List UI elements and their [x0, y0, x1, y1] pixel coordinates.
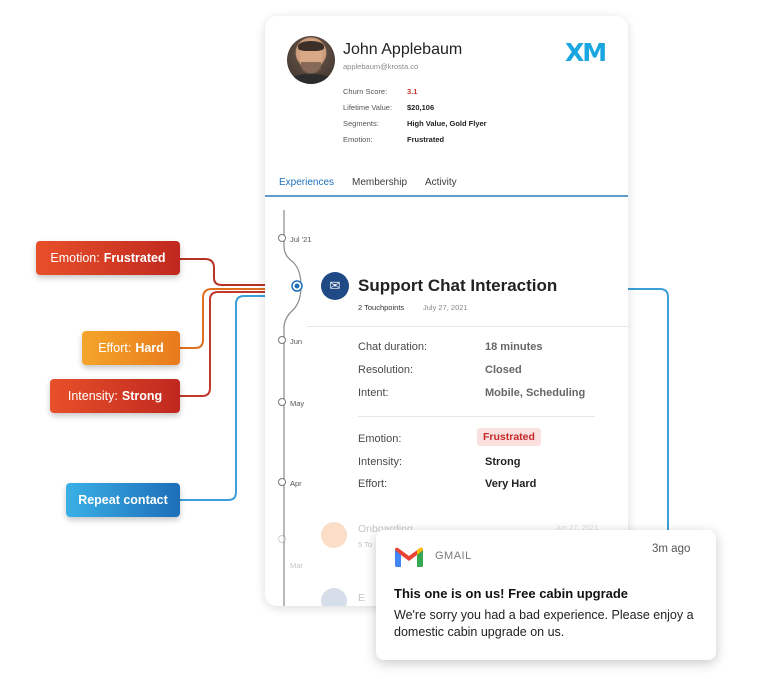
timeline-label-jul: Jul '21	[290, 235, 312, 244]
onboarding-icon	[321, 522, 347, 548]
timeline-dot	[278, 336, 286, 344]
resolution-label: Resolution:	[358, 364, 414, 376]
timeline-label-apr: Apr	[290, 479, 302, 488]
gmail-notification[interactable]: GMAIL 3m ago This one is on us! Free cab…	[376, 530, 716, 660]
gmail-icon	[395, 547, 423, 567]
frustrated-badge: Frustrated	[477, 428, 541, 446]
faded-item-icon	[321, 588, 347, 606]
chat-duration-value: 18 minutes	[485, 341, 543, 353]
notification-app-name: GMAIL	[435, 550, 472, 562]
notification-body: We're sorry you had a bad experience. Pl…	[394, 608, 694, 639]
repeat-contact-label: Repeat contact	[78, 493, 168, 507]
repeat-connector	[180, 295, 280, 501]
chat-icon: ✉	[321, 272, 349, 300]
timeline-dot	[278, 398, 286, 406]
faded-item-date: Jun 27, 2021	[555, 523, 599, 532]
effort-tag-value: Hard	[135, 341, 164, 355]
lifetime-value-label: Lifetime Value:	[343, 103, 393, 112]
signal-intensity-value: Strong	[485, 456, 521, 468]
interaction-title[interactable]: Support Chat Interaction	[358, 276, 558, 295]
segments-label: Segments:	[343, 119, 379, 128]
churn-score-value: 3.1	[407, 87, 418, 96]
emotion-tag-value: Frustrated	[103, 251, 166, 265]
churn-score-label: Churn Score:	[343, 87, 388, 96]
intensity-connector	[180, 291, 280, 397]
emotion-tag: Emotion: Frustrated	[36, 241, 180, 275]
emotion-connector	[180, 258, 280, 286]
intensity-tag-value: Strong	[121, 389, 163, 403]
customer-name: John Applebaum	[343, 41, 463, 58]
intensity-tag-prefix: Intensity:	[67, 389, 118, 403]
xm-logo: XM	[565, 38, 607, 67]
intent-label: Intent:	[358, 387, 389, 399]
effort-connector	[180, 288, 280, 349]
timeline-label-may: May	[290, 399, 305, 408]
tab-membership[interactable]: Membership	[352, 177, 408, 188]
emotion-label: Emotion:	[343, 135, 373, 144]
interaction-date: July 27, 2021	[423, 303, 468, 312]
tab-experiences[interactable]: Experiences	[279, 177, 335, 188]
tab-activity[interactable]: Activity	[425, 177, 457, 188]
repeat-contact-tag: Repeat contact	[66, 483, 180, 517]
emotion-value: Frustrated	[407, 135, 445, 144]
lifetime-value-value: $20,106	[407, 103, 435, 112]
emotion-tag-prefix: Emotion:	[50, 251, 100, 265]
segments-value: High Value, Gold Flyer	[407, 119, 487, 128]
effort-tag-prefix: Effort:	[98, 341, 132, 355]
notification-connector	[626, 288, 669, 530]
timeline-dot	[278, 234, 286, 242]
notification-time: 3m ago	[652, 543, 691, 555]
intensity-tag: Intensity: Strong	[50, 379, 180, 413]
signal-emotion-label: Emotion:	[358, 433, 402, 445]
chat-duration-label: Chat duration:	[358, 341, 428, 353]
timeline-dot	[278, 535, 286, 543]
timeline-dot	[278, 478, 286, 486]
customer-profile-card: John Applebaum applebaum@krosta.co XM Ch…	[265, 16, 628, 606]
timeline-track	[283, 210, 303, 606]
intent-value: Mobile, Scheduling	[485, 387, 586, 399]
faded-item-meta: 5 To	[358, 540, 373, 549]
effort-tag: Effort: Hard	[82, 331, 180, 365]
touchpoints-count: 2 Touchpoints	[358, 303, 405, 312]
timeline-label-jun: Jun	[290, 337, 303, 346]
avatar	[287, 36, 335, 84]
divider	[307, 326, 628, 327]
signal-intensity-label: Intensity:	[358, 456, 403, 468]
timeline-label-mar: Mar	[290, 561, 303, 570]
resolution-value: Closed	[485, 364, 522, 376]
signal-effort-label: Effort:	[358, 478, 388, 490]
divider	[358, 416, 595, 417]
signal-effort-value: Very Hard	[485, 478, 537, 490]
notification-title: This one is on us! Free cabin upgrade	[394, 586, 629, 601]
tab-underline	[265, 195, 628, 197]
customer-email: applebaum@krosta.co	[343, 62, 419, 71]
faded-item-title: E	[358, 592, 366, 604]
